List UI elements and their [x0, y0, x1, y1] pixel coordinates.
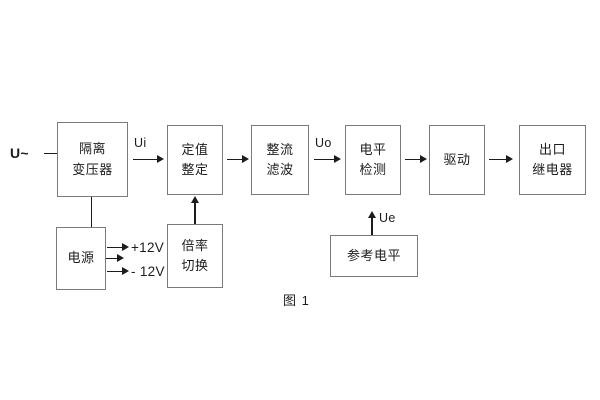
input-voltage-label: U~	[10, 145, 29, 161]
signal-uo-label: Uo	[315, 136, 332, 150]
block-rectifier-filter-line2: 滤波	[266, 162, 294, 177]
block-setpoint-adjust-line1: 定值	[181, 141, 209, 157]
block-driver-line1: 驱动	[443, 151, 471, 167]
signal-ui-label: Ui	[134, 136, 147, 150]
reference-to-level-arrowhead	[367, 211, 376, 218]
block-driver[interactable]: 驱动	[429, 125, 485, 195]
rail-negative-line	[107, 271, 124, 273]
driver-to-relay-arrowhead	[506, 155, 513, 164]
rail-negative-arrowhead	[122, 267, 129, 276]
block-level-detection-line2: 检测	[359, 162, 387, 177]
setpoint-to-rectifier-arrowhead	[242, 155, 249, 164]
level-to-driver-arrowhead	[420, 155, 427, 164]
figure-caption: 图 1	[283, 293, 310, 308]
transformer-to-setpoint-arrowhead	[157, 155, 164, 164]
block-level-detection-line1: 电平	[359, 141, 387, 157]
level-to-driver-line	[405, 159, 422, 161]
block-reference-level-line1: 参考电平	[346, 247, 401, 263]
block-multiplier-switch-line2: 切换	[181, 258, 209, 273]
rail-positive-line	[107, 247, 124, 249]
input-to-power-supply-arrowhead	[117, 254, 124, 262]
block-isolation-transformer[interactable]: 隔离 变压器	[57, 122, 128, 197]
input-branch-vertical-line	[91, 153, 93, 258]
block-output-relay-line1: 出口	[538, 141, 566, 157]
block-rectifier-filter-line1: 整流	[266, 141, 294, 157]
rail-positive-arrowhead	[122, 243, 129, 252]
block-setpoint-adjust-line2: 整定	[181, 162, 209, 177]
rail-negative-label: - 12V	[131, 264, 165, 279]
block-rectifier-filter[interactable]: 整流 滤波	[251, 125, 309, 195]
block-setpoint-adjust[interactable]: 定值 整定	[167, 125, 223, 195]
block-level-detection[interactable]: 电平 检测	[345, 125, 401, 195]
block-power-supply[interactable]: 电源	[56, 227, 106, 290]
block-isolation-transformer-line1: 隔离	[78, 141, 106, 157]
block-multiplier-switch[interactable]: 倍率 切换	[167, 224, 223, 288]
multiplier-to-setpoint-line	[194, 203, 196, 224]
setpoint-to-rectifier-line	[227, 159, 244, 161]
block-power-supply-line1: 电源	[67, 250, 95, 266]
driver-to-relay-line	[489, 159, 508, 161]
block-isolation-transformer-line2: 变压器	[72, 161, 113, 177]
block-output-relay-line2: 继电器	[532, 162, 573, 177]
transformer-to-setpoint-line	[133, 159, 159, 161]
signal-ue-label: Ue	[379, 211, 396, 225]
multiplier-to-setpoint-arrowhead	[190, 196, 199, 203]
rectifier-to-level-arrowhead	[334, 155, 341, 164]
reference-to-level-line	[371, 218, 373, 235]
block-output-relay[interactable]: 出口 继电器	[519, 125, 586, 195]
block-reference-level[interactable]: 参考电平	[330, 235, 418, 277]
block-multiplier-switch-line1: 倍率	[181, 237, 209, 253]
rectifier-to-level-line	[314, 159, 336, 161]
rail-positive-label: +12V	[131, 240, 165, 255]
